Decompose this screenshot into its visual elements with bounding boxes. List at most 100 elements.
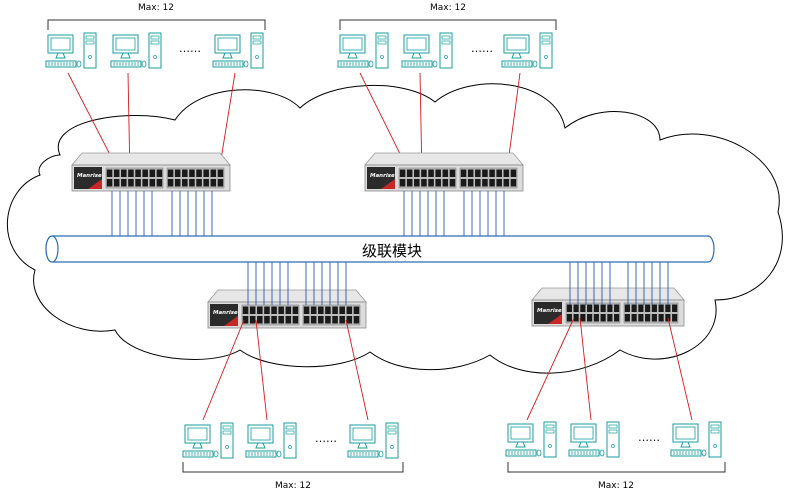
- tower-icon: [220, 422, 234, 459]
- switch-port: [631, 304, 637, 312]
- switch-port: [128, 169, 134, 177]
- switch-port: [573, 314, 579, 322]
- switch-brand-label: Manrise: [213, 310, 238, 316]
- switch-port: [189, 179, 195, 187]
- switch-port: [332, 306, 338, 314]
- pc-icon: [45, 32, 97, 69]
- switch-port: [325, 306, 331, 314]
- switch-port: [346, 306, 353, 314]
- switch-port: [614, 304, 620, 312]
- switch-port: [249, 306, 256, 314]
- max-label-top-right: Max: 12: [430, 3, 466, 13]
- mouse-icon: [599, 449, 605, 457]
- tower-icon: [606, 421, 620, 458]
- switch-port: [503, 169, 510, 177]
- switch-port: [174, 179, 181, 187]
- switch-port: [113, 169, 120, 177]
- switch-port: [325, 316, 331, 324]
- max-label-bottom-left: Max: 12: [275, 481, 311, 491]
- mouse-icon: [141, 60, 147, 68]
- mouse-icon: [701, 449, 707, 457]
- switch-port: [318, 316, 324, 324]
- bracket-top-right: [339, 19, 557, 30]
- ellipsis-bottom-left: ……: [315, 432, 337, 445]
- switch-port: [624, 314, 630, 322]
- switch-port: [318, 306, 324, 314]
- pc-downlink: [202, 319, 245, 421]
- switch-port: [182, 169, 188, 177]
- switch-port: [658, 304, 664, 312]
- switch-bottom-right: Manrise: [531, 287, 685, 327]
- switch-port: [217, 169, 224, 177]
- switch-port: [435, 169, 441, 177]
- mouse-icon: [536, 449, 542, 457]
- switch-port: [467, 179, 474, 187]
- pc-downlink: [526, 317, 575, 421]
- switch-port: [135, 169, 141, 177]
- bracket-top-left: [47, 19, 266, 30]
- pc-icon: [182, 422, 234, 459]
- switch-port: [303, 306, 310, 314]
- switch-port: [449, 179, 456, 187]
- switch-logo-panel: [210, 304, 238, 326]
- switch-port: [149, 169, 156, 177]
- switch-port: [278, 306, 284, 314]
- pc-downlink: [579, 317, 592, 421]
- switch-port: [264, 316, 270, 324]
- switch-port: [665, 314, 671, 322]
- mouse-icon: [532, 60, 538, 68]
- pc-icon: [337, 32, 389, 69]
- cascade-module: 级联模块: [45, 235, 715, 263]
- switch-port: [651, 314, 657, 322]
- switch-port: [475, 179, 481, 187]
- switch-port: [346, 316, 353, 324]
- switch-port: [285, 306, 292, 314]
- switch-port: [587, 304, 593, 312]
- switch-port: [600, 304, 606, 312]
- tower-icon: [708, 421, 722, 458]
- switch-port: [156, 169, 163, 177]
- switch-top-right: Manrise: [364, 152, 524, 192]
- switch-port: [607, 304, 613, 312]
- switch-top-left: Manrise: [71, 152, 231, 192]
- switch-port: [106, 169, 113, 177]
- switch-port: [503, 179, 510, 187]
- switch-port: [489, 179, 495, 187]
- switch-port: [421, 179, 427, 187]
- switch-port: [210, 179, 217, 187]
- switch-port: [142, 179, 148, 187]
- switch-port: [406, 179, 413, 187]
- switch-port: [189, 169, 195, 177]
- switch-port: [496, 179, 502, 187]
- switch-port: [399, 169, 406, 177]
- pc-icon: [501, 32, 553, 69]
- switch-port: [665, 304, 671, 312]
- switch-port: [174, 169, 181, 177]
- switch-port: [242, 306, 249, 314]
- max-label-top-left: Max: 12: [138, 3, 174, 13]
- switch-port: [566, 304, 572, 312]
- switch-port: [496, 169, 502, 177]
- tower-icon: [148, 32, 162, 69]
- pc-icon: [347, 422, 399, 459]
- switch-port: [167, 179, 174, 187]
- pc-icon: [245, 422, 297, 459]
- pc-downlink: [255, 319, 268, 421]
- switch-port: [156, 179, 163, 187]
- switch-port: [467, 169, 474, 177]
- switch-port: [135, 179, 141, 187]
- switch-port: [310, 316, 317, 324]
- switch-port: [203, 179, 209, 187]
- switch-port: [249, 316, 256, 324]
- switch-port: [421, 169, 427, 177]
- tower-icon: [539, 32, 553, 69]
- switch-port: [638, 304, 644, 312]
- max-label-bottom-right: Max: 12: [598, 481, 634, 491]
- switch-port: [353, 306, 360, 314]
- switch-port: [482, 169, 488, 177]
- switch-port: [510, 179, 517, 187]
- switch-bottom-left: Manrise: [207, 289, 367, 329]
- switch-port: [428, 179, 434, 187]
